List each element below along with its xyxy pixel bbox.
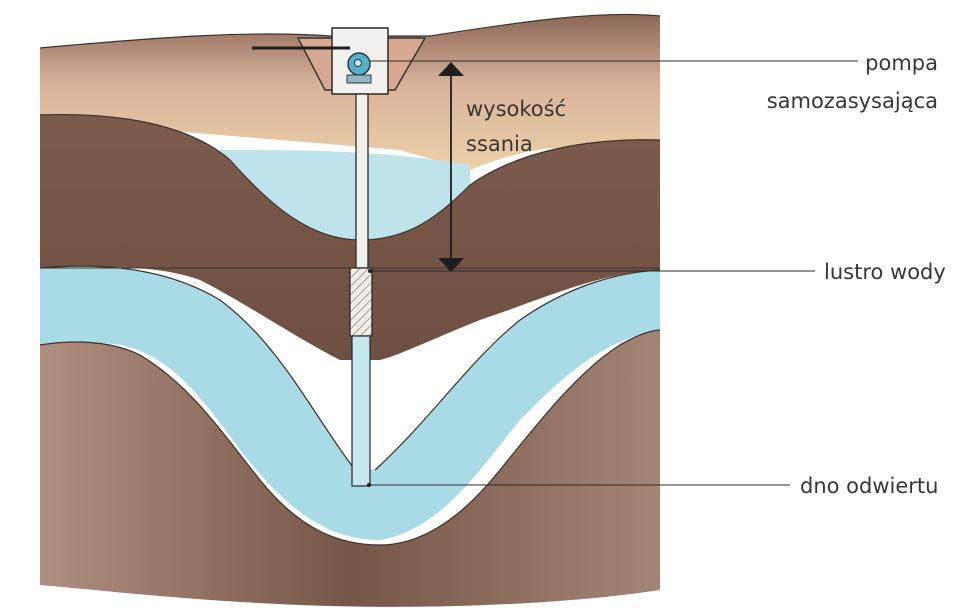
ground-surface-line [39,13,661,49]
pump-hub [354,59,362,67]
middle-soil-layer [40,114,660,360]
well-pipe [355,93,369,269]
suction-height-label-line2: ssania [466,132,533,156]
well-bottom-label: dno odwiertu [800,474,939,498]
layer-boundary-3 [374,269,661,471]
pump-label-line2: samozasysająca [766,89,938,113]
arrow-up-icon [438,62,464,76]
layer-boundary-2 [39,265,356,471]
bottom-soil-layer [40,330,660,607]
well-bottom-dot [367,483,371,487]
water-level-dot [368,269,372,273]
pump-base [346,74,372,84]
layer-boundary-4 [39,329,661,546]
water-level-label: lustro wody [824,260,946,284]
well-filter [349,267,373,337]
arrow-down-icon [438,258,464,272]
pump-label-line1: pompa [865,51,938,75]
suction-height-label-line1: wysokość [466,97,567,121]
submerged-pipe [351,335,371,487]
aquifer-water-layer [40,266,660,540]
